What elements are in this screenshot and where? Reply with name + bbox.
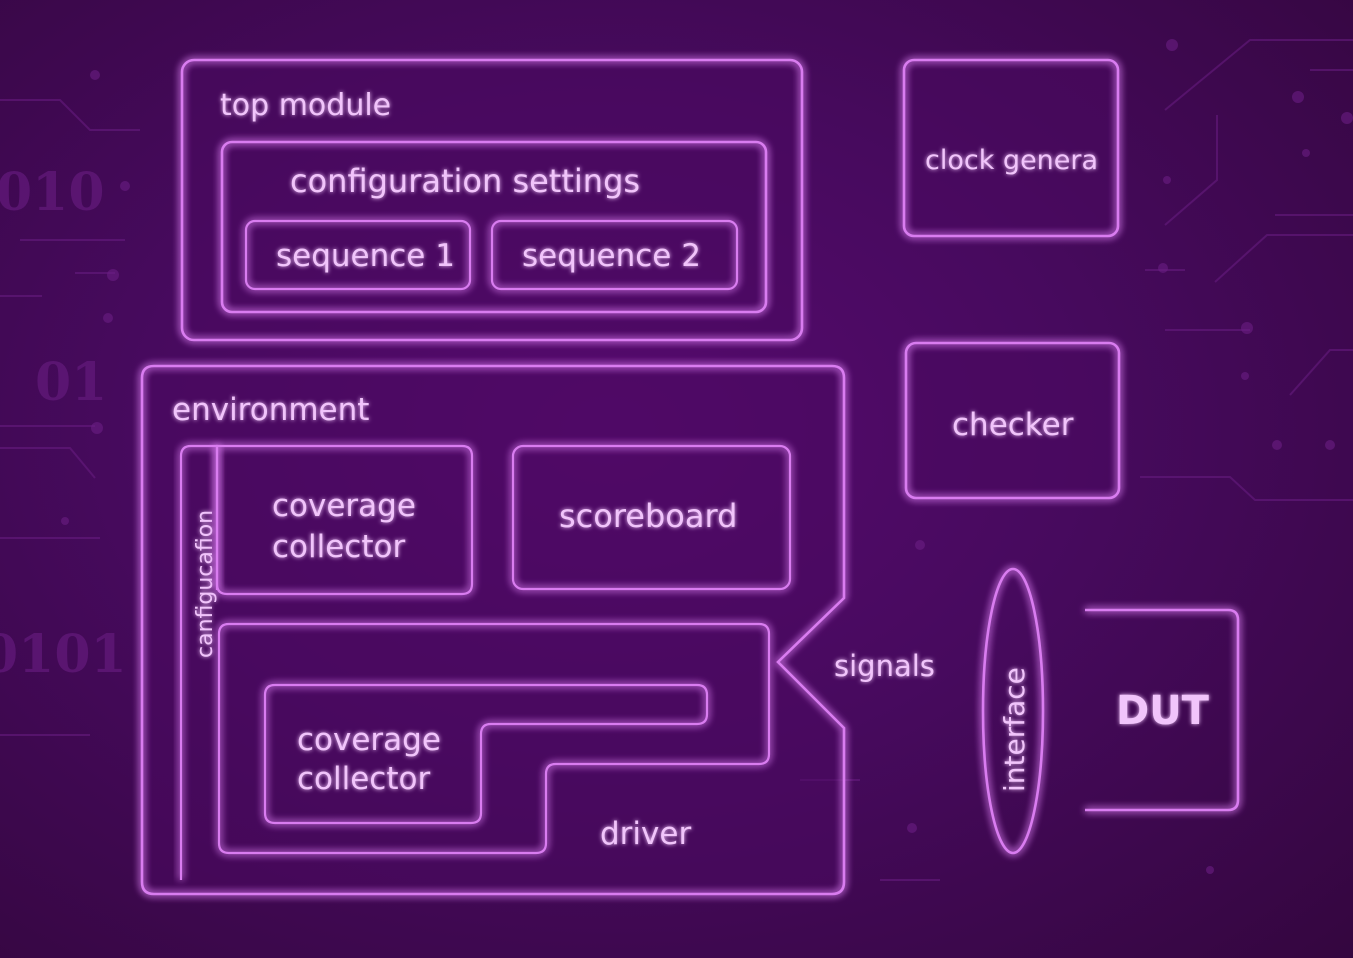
clock-generator-label: clock genera [925,145,1098,176]
signals-label: signals [834,649,935,683]
driver-border [217,622,771,855]
sequence-2-border [490,219,739,291]
checker-label: checker [952,407,1074,443]
dut-border [1085,608,1240,812]
bg-dot [1341,112,1353,124]
environment-border [140,364,846,896]
sequence-1-border [244,219,472,291]
bg-trace [1140,476,1353,501]
signals-bus[interactable]: signals [832,625,955,703]
scoreboard-label: scoreboard [559,497,737,535]
checker-border [904,341,1121,500]
sequence-2-label: sequence 2 [522,238,701,274]
bg-dot [1241,322,1253,334]
bg-dot [90,70,100,80]
configuration-settings-block[interactable]: configuration settings sequence 1 sequen… [220,140,768,314]
bg-binary-digits: 01 [35,352,107,413]
bg-dot [915,540,925,550]
configuration-bar-border [179,444,219,880]
configuration-bar[interactable]: canfigucafion [179,444,219,880]
configuration-settings-label: configuration settings [290,162,640,200]
bg-dot [103,313,113,323]
bg-dot [1166,39,1178,51]
sequence-1-block[interactable]: sequence 1 [244,219,472,291]
dut-block[interactable]: DUT [1071,608,1240,812]
interface-block[interactable]: interface [981,567,1045,855]
environment-block[interactable]: environment canfigucafion coverage colle… [140,364,846,896]
bg-dot [120,181,130,191]
bg-dot [1241,372,1249,380]
coverage-collector-1-label-line2: collector [272,529,405,565]
clock-generator-block[interactable]: clock genera [902,58,1120,238]
top-module-border [180,58,804,342]
sequence-1-label: sequence 1 [276,238,455,274]
configuration-vertical-label: canfigucafion [193,510,218,658]
bg-trace [0,99,140,131]
bg-trace [1164,39,1353,111]
bg-dot [1158,263,1168,273]
coverage-collector-1-border [215,444,474,596]
driver-block[interactable]: driver [217,622,771,855]
interface-border [981,567,1045,855]
bg-dot [91,422,103,434]
coverage-collector-1-block[interactable]: coverage collector [215,444,474,596]
interface-label: interface [998,667,1031,792]
coverage-collector-2-label-line1: coverage [297,722,441,758]
coverage-collector-2-label-line2: collector [297,761,430,797]
scoreboard-border [511,444,792,591]
bg-dot [1292,91,1304,103]
bg-binary-digits: 0101 [0,624,127,685]
coverage-collector-1-label-line1: coverage [272,488,416,524]
bg-trace [1289,349,1353,396]
bg-dot [1272,440,1282,450]
coverage-collector-2-border [263,683,709,825]
environment-label: environment [172,392,369,428]
bg-dot [61,517,69,525]
dut-label: DUT [1116,688,1210,734]
sequence-2-block[interactable]: sequence 2 [490,219,739,291]
bg-dot [107,269,119,281]
checker-block[interactable]: checker [904,341,1121,500]
bg-dot [1163,176,1171,184]
bg-trace [1164,115,1218,226]
configuration-settings-border [220,140,768,314]
top-module-label: top module [220,88,391,123]
scoreboard-block[interactable]: scoreboard [511,444,792,591]
background-circuit: 010 01 0101 [0,39,1353,881]
bg-dot [1325,440,1335,450]
clock-generator-border [902,58,1120,238]
top-module-block[interactable]: top module configuration settings sequen… [180,58,804,342]
bg-dot [1206,866,1214,874]
bg-dot [1302,149,1310,157]
bg-trace [0,447,96,479]
bg-trace [1214,234,1353,283]
bg-binary-digits: 010 [0,162,105,223]
coverage-collector-2-block[interactable]: coverage collector [263,683,709,825]
bg-dot [907,823,917,833]
driver-label: driver [600,816,691,852]
